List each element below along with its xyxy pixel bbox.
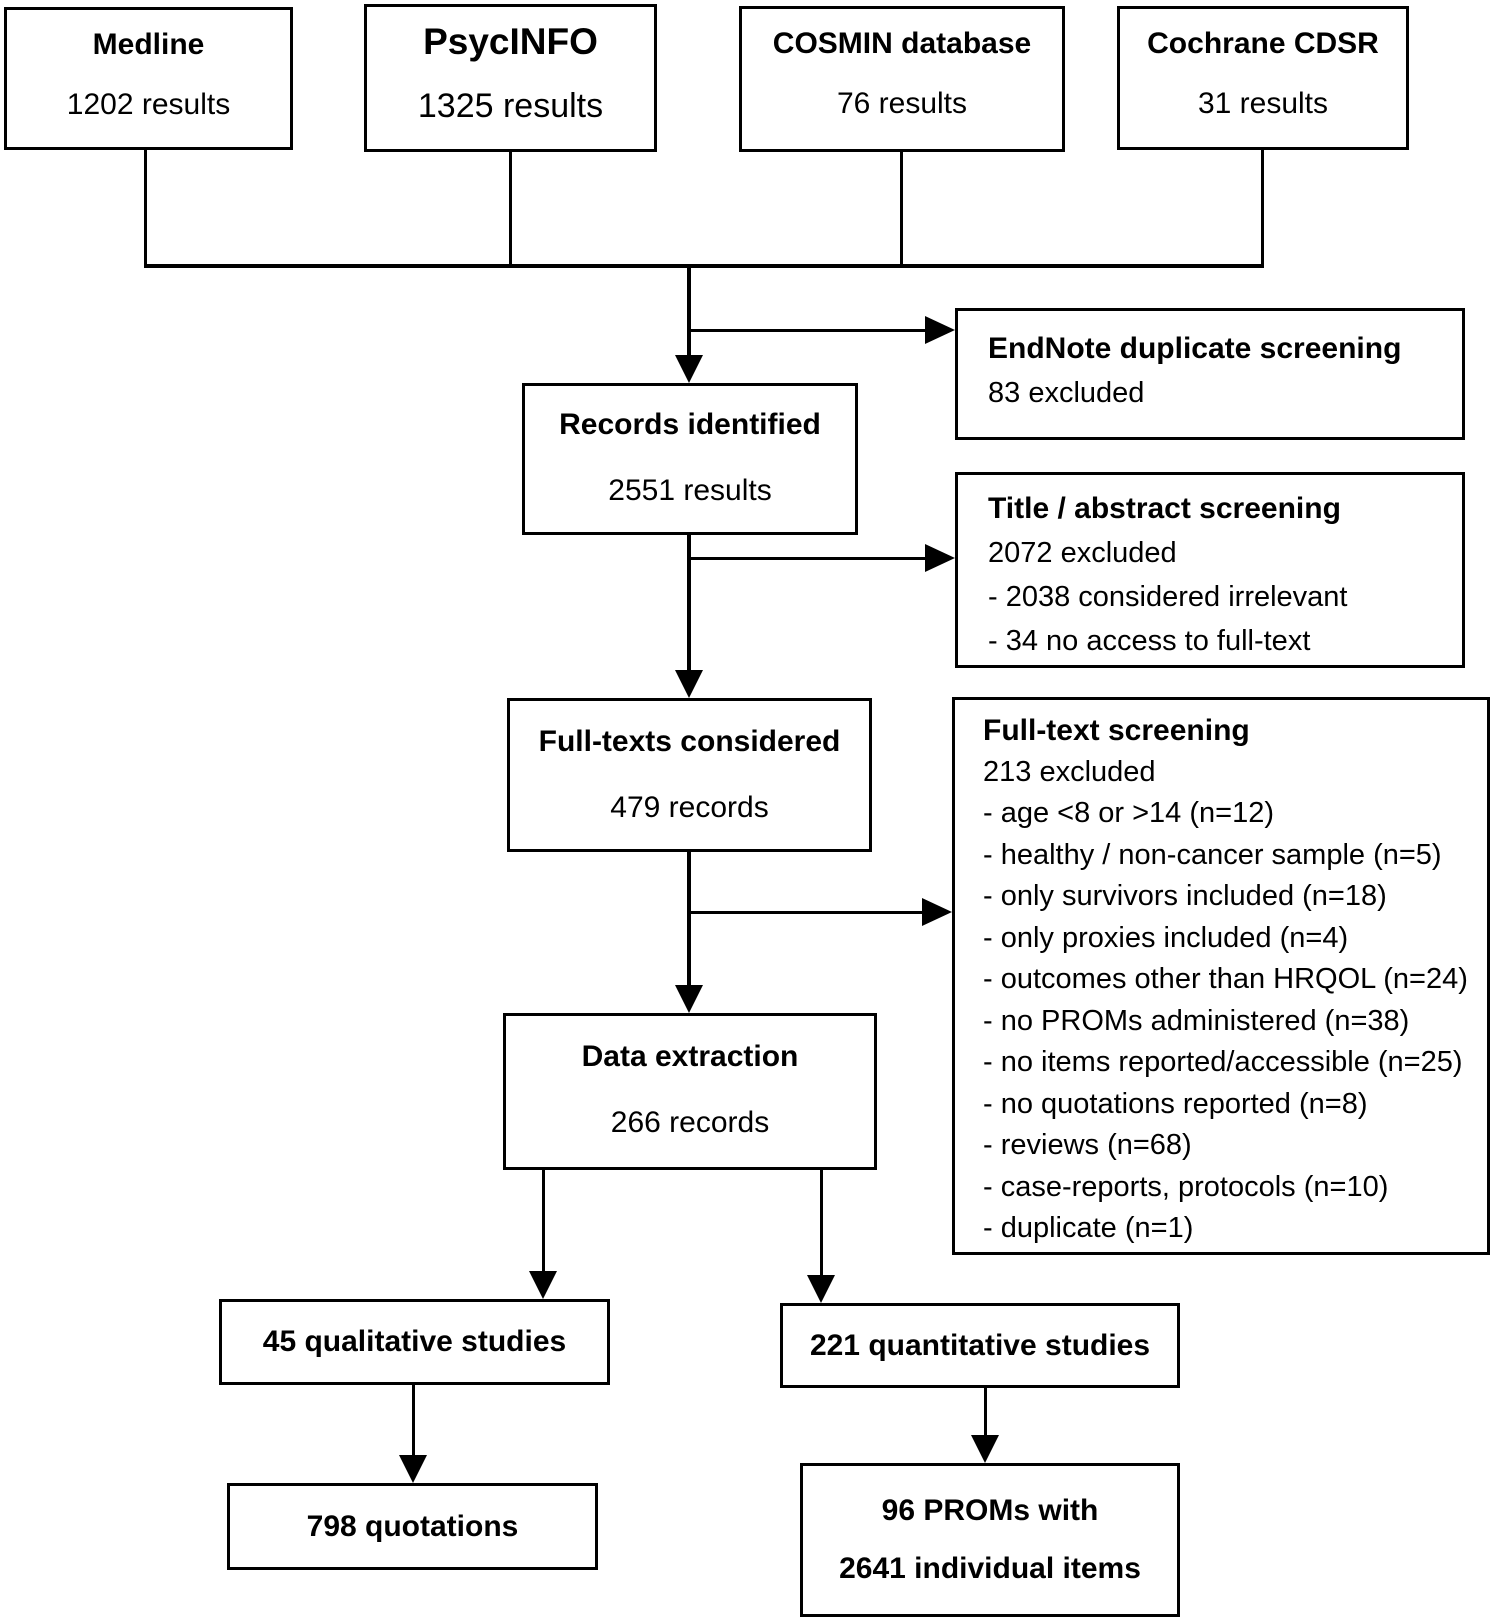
arrowhead-right bbox=[925, 544, 955, 572]
data-extraction-title: Data extraction bbox=[581, 1040, 799, 1073]
cochrane-count: 31 results bbox=[1197, 87, 1329, 120]
title-abstract-screening-title: Title / abstract screening bbox=[988, 492, 1341, 525]
box-quantitative-studies: 221 quantitative studies bbox=[780, 1303, 1180, 1388]
connector-line bbox=[412, 1385, 415, 1455]
cochrane-title: Cochrane CDSR bbox=[1147, 27, 1379, 60]
arrowhead-down bbox=[971, 1435, 999, 1463]
box-medline: Medline 1202 results bbox=[4, 7, 293, 150]
psycinfo-title: PsycINFO bbox=[423, 21, 598, 62]
connector-line bbox=[687, 535, 691, 670]
cosmin-count: 76 results bbox=[836, 87, 968, 120]
connector-line bbox=[1261, 150, 1264, 267]
exclusion-reason: - case-reports, protocols (n=10) bbox=[983, 1170, 1389, 1203]
connector-line bbox=[820, 1170, 823, 1275]
psycinfo-count: 1325 results bbox=[417, 87, 604, 125]
connector-line bbox=[687, 852, 691, 985]
exclusion-reason: - reviews (n=68) bbox=[983, 1129, 1192, 1161]
quantitative-studies-title: 221 quantitative studies bbox=[809, 1328, 1151, 1362]
box-records-identified: Records identified 2551 results bbox=[522, 383, 858, 535]
exclusion-reason: - only survivors included (n=18) bbox=[983, 880, 1387, 912]
records-identified-count: 2551 results bbox=[608, 474, 772, 507]
arrowhead-down bbox=[807, 1275, 835, 1303]
full-text-screening-excluded: 213 excluded bbox=[983, 755, 1156, 788]
connector-line bbox=[689, 329, 925, 332]
proms-subtitle: 2641 individual items bbox=[839, 1552, 1141, 1585]
connector-line bbox=[689, 911, 922, 914]
quotations-title: 798 quotations bbox=[306, 1509, 519, 1543]
box-proms-items: 96 PROMs with 2641 individual items bbox=[800, 1463, 1180, 1617]
arrowhead-down bbox=[399, 1455, 427, 1483]
box-qualitative-studies: 45 qualitative studies bbox=[219, 1299, 610, 1385]
full-text-screening-title: Full-text screening bbox=[983, 714, 1250, 747]
exclusion-reason: - only proxies included (n=4) bbox=[983, 921, 1349, 954]
arrowhead-down bbox=[529, 1271, 557, 1299]
connector-line bbox=[984, 1388, 987, 1435]
cosmin-title: COSMIN database bbox=[772, 27, 1032, 60]
proms-title: 96 PROMs with bbox=[881, 1494, 1099, 1527]
box-cosmin-database: COSMIN database 76 results bbox=[739, 6, 1065, 152]
connector-line bbox=[689, 557, 925, 560]
box-full-texts-considered: Full-texts considered 479 records bbox=[507, 698, 872, 852]
medline-title: Medline bbox=[92, 28, 205, 61]
exclusion-reason: - no PROMs administered (n=38) bbox=[983, 1004, 1410, 1037]
connector-line bbox=[542, 1170, 545, 1271]
full-texts-considered-title: Full-texts considered bbox=[538, 725, 841, 758]
box-full-text-screening: Full-text screening 213 excluded - age <… bbox=[952, 697, 1490, 1255]
connector-line bbox=[687, 264, 691, 355]
endnote-screening-excluded: 83 excluded bbox=[988, 377, 1145, 409]
exclusion-reason: - duplicate (n=1) bbox=[983, 1212, 1194, 1244]
data-extraction-count: 266 records bbox=[610, 1106, 770, 1139]
box-cochrane-cdsr: Cochrane CDSR 31 results bbox=[1117, 6, 1409, 150]
title-abstract-screening-excluded: 2072 excluded bbox=[988, 537, 1177, 569]
exclusion-reason: - outcomes other than HRQOL (n=24) bbox=[983, 963, 1468, 995]
box-quotations: 798 quotations bbox=[227, 1483, 598, 1570]
arrowhead-down bbox=[675, 670, 703, 698]
arrowhead-down bbox=[675, 985, 703, 1013]
exclusion-reason: - no quotations reported (n=8) bbox=[983, 1087, 1368, 1120]
arrowhead-right bbox=[922, 898, 952, 926]
box-title-abstract-screening: Title / abstract screening 2072 excluded… bbox=[955, 472, 1465, 668]
medline-count: 1202 results bbox=[66, 88, 231, 121]
full-texts-considered-count: 479 records bbox=[610, 791, 769, 824]
exclusion-reason: - healthy / non-cancer sample (n=5) bbox=[983, 838, 1442, 871]
connector-line bbox=[144, 264, 1264, 268]
exclusion-reason: - 2038 considered irrelevant bbox=[988, 581, 1348, 613]
connector-line bbox=[900, 152, 903, 267]
arrowhead-right bbox=[925, 316, 955, 344]
endnote-screening-title: EndNote duplicate screening bbox=[988, 332, 1402, 365]
qualitative-studies-title: 45 qualitative studies bbox=[262, 1325, 567, 1358]
connector-line bbox=[509, 152, 512, 267]
box-data-extraction: Data extraction 266 records bbox=[503, 1013, 877, 1170]
exclusion-reason: - 34 no access to full-text bbox=[988, 625, 1311, 657]
box-endnote-duplicate-screening: EndNote duplicate screening 83 excluded bbox=[955, 308, 1465, 440]
exclusion-reason: - age <8 or >14 (n=12) bbox=[983, 797, 1275, 829]
connector-line bbox=[144, 150, 147, 267]
arrowhead-down bbox=[675, 355, 703, 383]
box-psycinfo: PsycINFO 1325 results bbox=[364, 4, 657, 152]
exclusion-reason: - no items reported/accessible (n=25) bbox=[983, 1046, 1463, 1078]
records-identified-title: Records identified bbox=[559, 408, 821, 441]
